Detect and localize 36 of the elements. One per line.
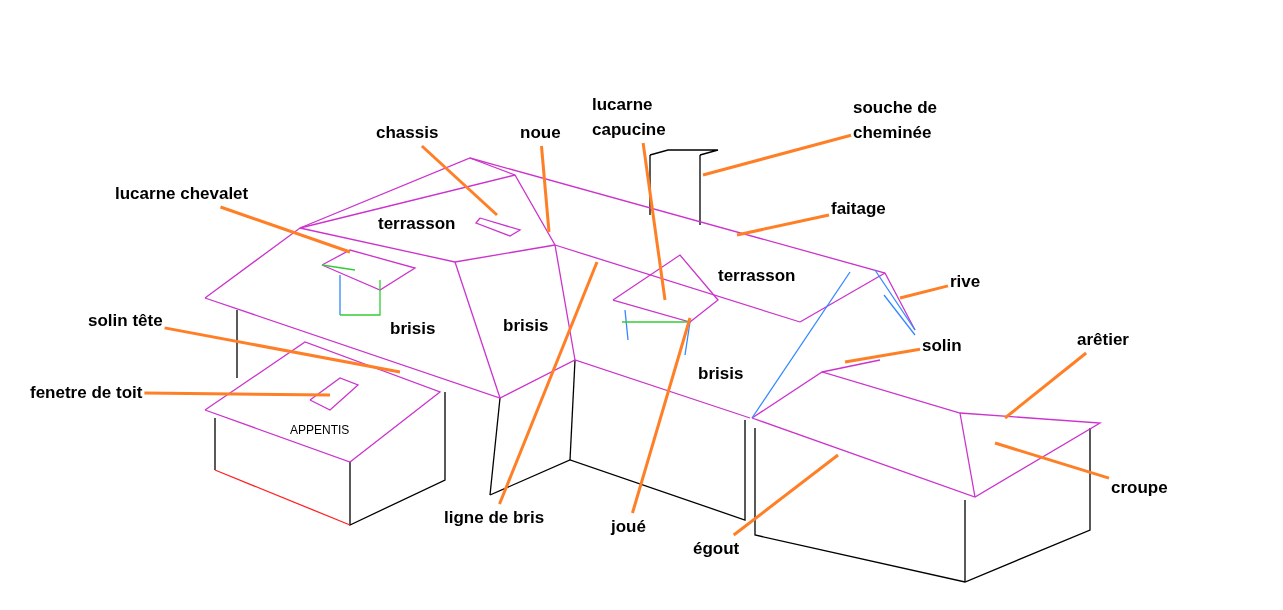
leader-line bbox=[641, 142, 667, 301]
leader-line bbox=[540, 145, 551, 233]
leader-line bbox=[1004, 351, 1088, 420]
part-label: terrasson bbox=[378, 213, 456, 235]
part-label: croupe bbox=[1111, 475, 1168, 500]
leader-line bbox=[899, 284, 949, 300]
part-label: brisis bbox=[698, 363, 744, 385]
part-label: brisis bbox=[390, 318, 436, 340]
leader-line bbox=[702, 133, 852, 177]
leader-line bbox=[164, 326, 401, 374]
part-label: noue bbox=[520, 120, 561, 145]
part-label: faitage bbox=[831, 196, 886, 221]
part-label: chassis bbox=[376, 120, 439, 145]
leader-line bbox=[420, 144, 498, 217]
leader-line bbox=[732, 453, 839, 537]
part-label: égout bbox=[693, 536, 740, 561]
part-label: APPENTIS bbox=[290, 422, 350, 439]
leader-line bbox=[144, 391, 330, 397]
part-label: solin tête bbox=[88, 308, 163, 333]
part-label: arêtier bbox=[1077, 327, 1129, 352]
part-label: fenetre de toit bbox=[30, 380, 143, 405]
part-label: souche de cheminée bbox=[853, 95, 963, 145]
leader-line bbox=[994, 441, 1110, 480]
part-label: rive bbox=[950, 269, 981, 294]
part-label: terrasson bbox=[718, 265, 796, 287]
leader-line bbox=[631, 317, 692, 514]
part-label: lucarne capucine bbox=[592, 92, 687, 142]
part-label: brisis bbox=[503, 315, 549, 337]
part-label: lucarne chevalet bbox=[115, 181, 249, 206]
leader-line bbox=[844, 347, 921, 364]
leader-line bbox=[498, 261, 599, 505]
part-label: solin bbox=[922, 333, 962, 358]
leader-line bbox=[736, 213, 830, 237]
part-label: joué bbox=[611, 514, 646, 539]
part-label: ligne de bris bbox=[444, 505, 545, 530]
leader-line bbox=[220, 205, 351, 254]
